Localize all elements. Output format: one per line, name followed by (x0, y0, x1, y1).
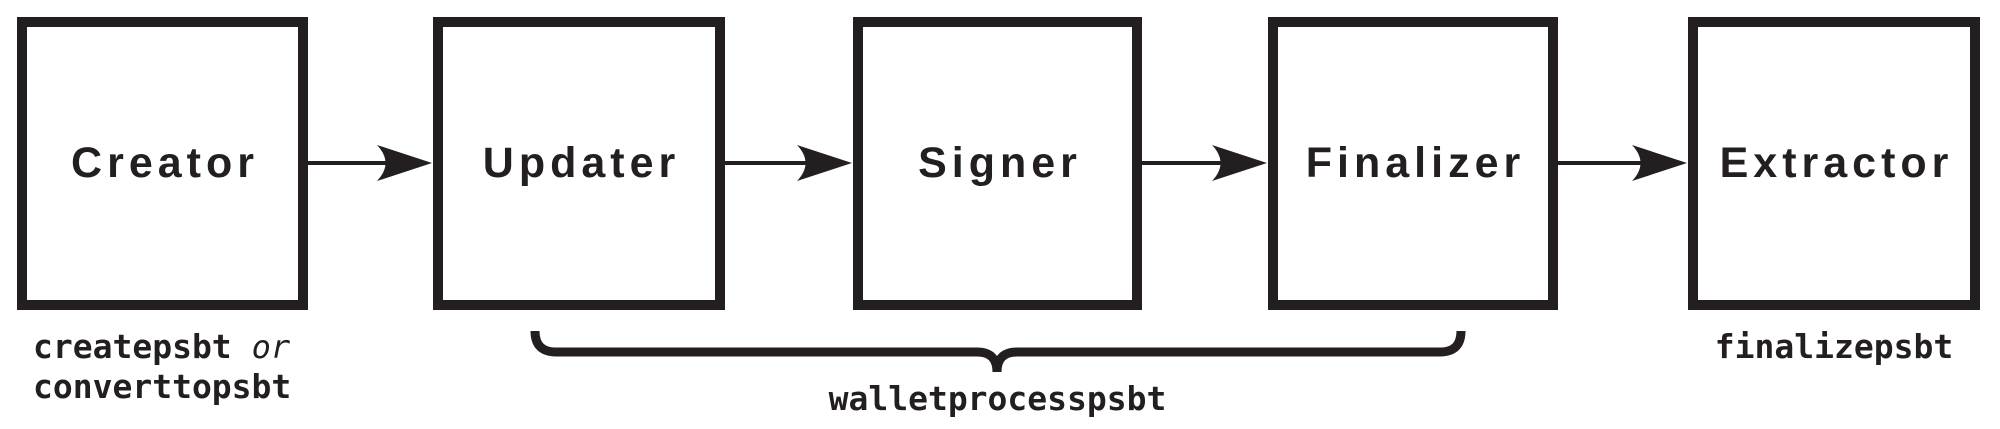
signer-box: Signer (853, 17, 1142, 310)
creator-label: Creator (71, 139, 259, 187)
extractor-label: Extractor (1719, 139, 1954, 187)
curly-brace-icon (530, 330, 1466, 373)
finalizer-box: Finalizer (1268, 17, 1558, 310)
converttopsbt-command: converttopsbt (33, 367, 292, 406)
finalizepsbt-command: finalizepsbt (1714, 327, 1954, 366)
extractor-box: Extractor (1688, 17, 1980, 310)
signer-label: Signer (918, 139, 1082, 187)
createpsbt-command: createpsbt (33, 327, 232, 366)
arrow-right-icon (1558, 145, 1687, 181)
arrow-right-icon (1142, 145, 1267, 181)
creator-box: Creator (17, 17, 308, 310)
creator-command-label: createpsbt or converttopsbt (33, 327, 291, 407)
finalizer-label: Finalizer (1305, 139, 1526, 187)
or-conjunction: or (251, 328, 291, 366)
updater-label: Updater (482, 139, 681, 187)
arrow-right-icon (308, 145, 432, 181)
updater-box: Updater (433, 17, 725, 310)
walletprocesspsbt-command: walletprocesspsbt (828, 379, 1167, 418)
arrow-right-icon (725, 145, 852, 181)
